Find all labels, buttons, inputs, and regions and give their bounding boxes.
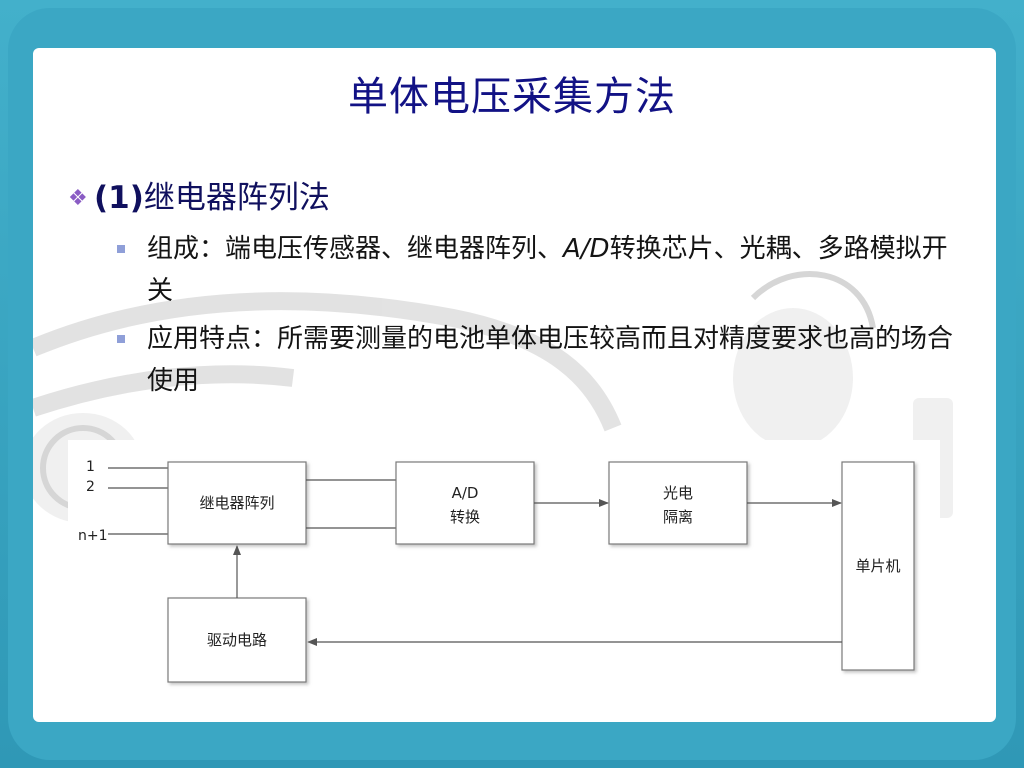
bullet-text: 组成：端电压传感器、继电器阵列、A/D转换芯片、光耦、多路模拟开关: [147, 228, 957, 312]
block-diagram: 1 2 n+1 继电器阵列 A/D 转换 光电 隔离 单片机 驱动电路: [68, 440, 940, 710]
ad-label-line1: A/D: [452, 484, 479, 502]
input-label-1: 1: [86, 459, 95, 475]
opto-isolator-block: [608, 461, 748, 545]
ad-converter-block: [395, 461, 535, 545]
heading-number: (1): [94, 180, 144, 216]
square-bullet-icon: [117, 335, 125, 343]
bullet-composition: 组成：端电压传感器、继电器阵列、A/D转换芯片、光耦、多路模拟开关: [117, 228, 957, 312]
slide-title: 单体电压采集方法: [348, 74, 676, 120]
bullet-application: 应用特点：所需要测量的电池单体电压较高而且对精度要求也高的场合使用: [117, 318, 957, 402]
heading-text: 继电器阵列法: [143, 180, 330, 216]
opto-label-line1: 光电: [663, 484, 693, 502]
opto-label-line2: 隔离: [663, 508, 693, 526]
bullet-text-prefix: 组成：端电压传感器、继电器阵列、: [147, 234, 564, 264]
bullet-text: 应用特点：所需要测量的电池单体电压较高而且对精度要求也高的场合使用: [147, 324, 954, 396]
input-label-n1: n+1: [78, 528, 108, 544]
square-bullet-icon: [117, 245, 125, 253]
driver-label: 驱动电路: [207, 631, 267, 649]
relay-array-label: 继电器阵列: [199, 494, 274, 512]
mcu-block: [841, 461, 915, 671]
bullet-text-italic: A/D: [563, 234, 610, 264]
driver-circuit-block: [167, 597, 307, 683]
bullet-text-suffix: 转换芯片、光耦、多路模拟开关: [147, 234, 948, 306]
mcu-label: 单片机: [855, 557, 900, 575]
relay-array-block: [167, 461, 307, 545]
section-heading: ❖(1)继电器阵列法: [68, 172, 330, 217]
ad-label-line2: 转换: [450, 508, 480, 526]
diamond-bullet-icon: ❖: [68, 186, 88, 211]
input-label-2: 2: [86, 479, 95, 495]
